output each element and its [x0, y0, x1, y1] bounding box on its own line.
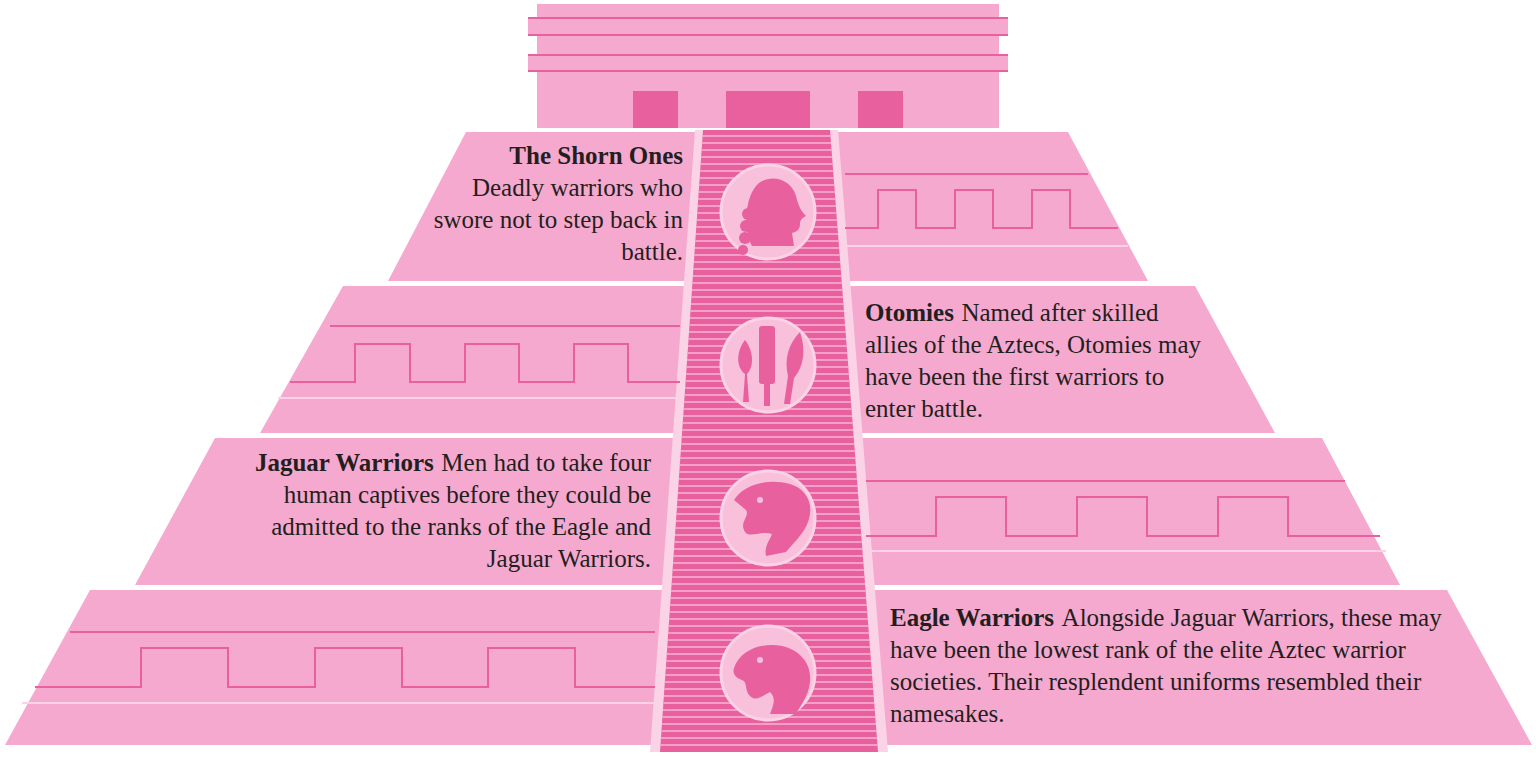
tier-description: Deadly warriors who swore not to step ba…: [434, 174, 683, 265]
tier-text: OtomiesNamed after skilled allies of the…: [865, 297, 1207, 425]
tier-heading: Otomies: [865, 299, 954, 326]
tier-text: Eagle WarriorsAlongside Jaguar Warriors,…: [890, 602, 1465, 730]
tier-heading: The Shorn Ones: [425, 140, 683, 172]
tier-heading: Eagle Warriors: [890, 604, 1054, 631]
tier-text: Jaguar WarriorsMen had to take four huma…: [208, 447, 651, 575]
tier-heading: Jaguar Warriors: [255, 449, 434, 476]
tier-text: The Shorn OnesDeadly warriors who swore …: [425, 140, 683, 268]
